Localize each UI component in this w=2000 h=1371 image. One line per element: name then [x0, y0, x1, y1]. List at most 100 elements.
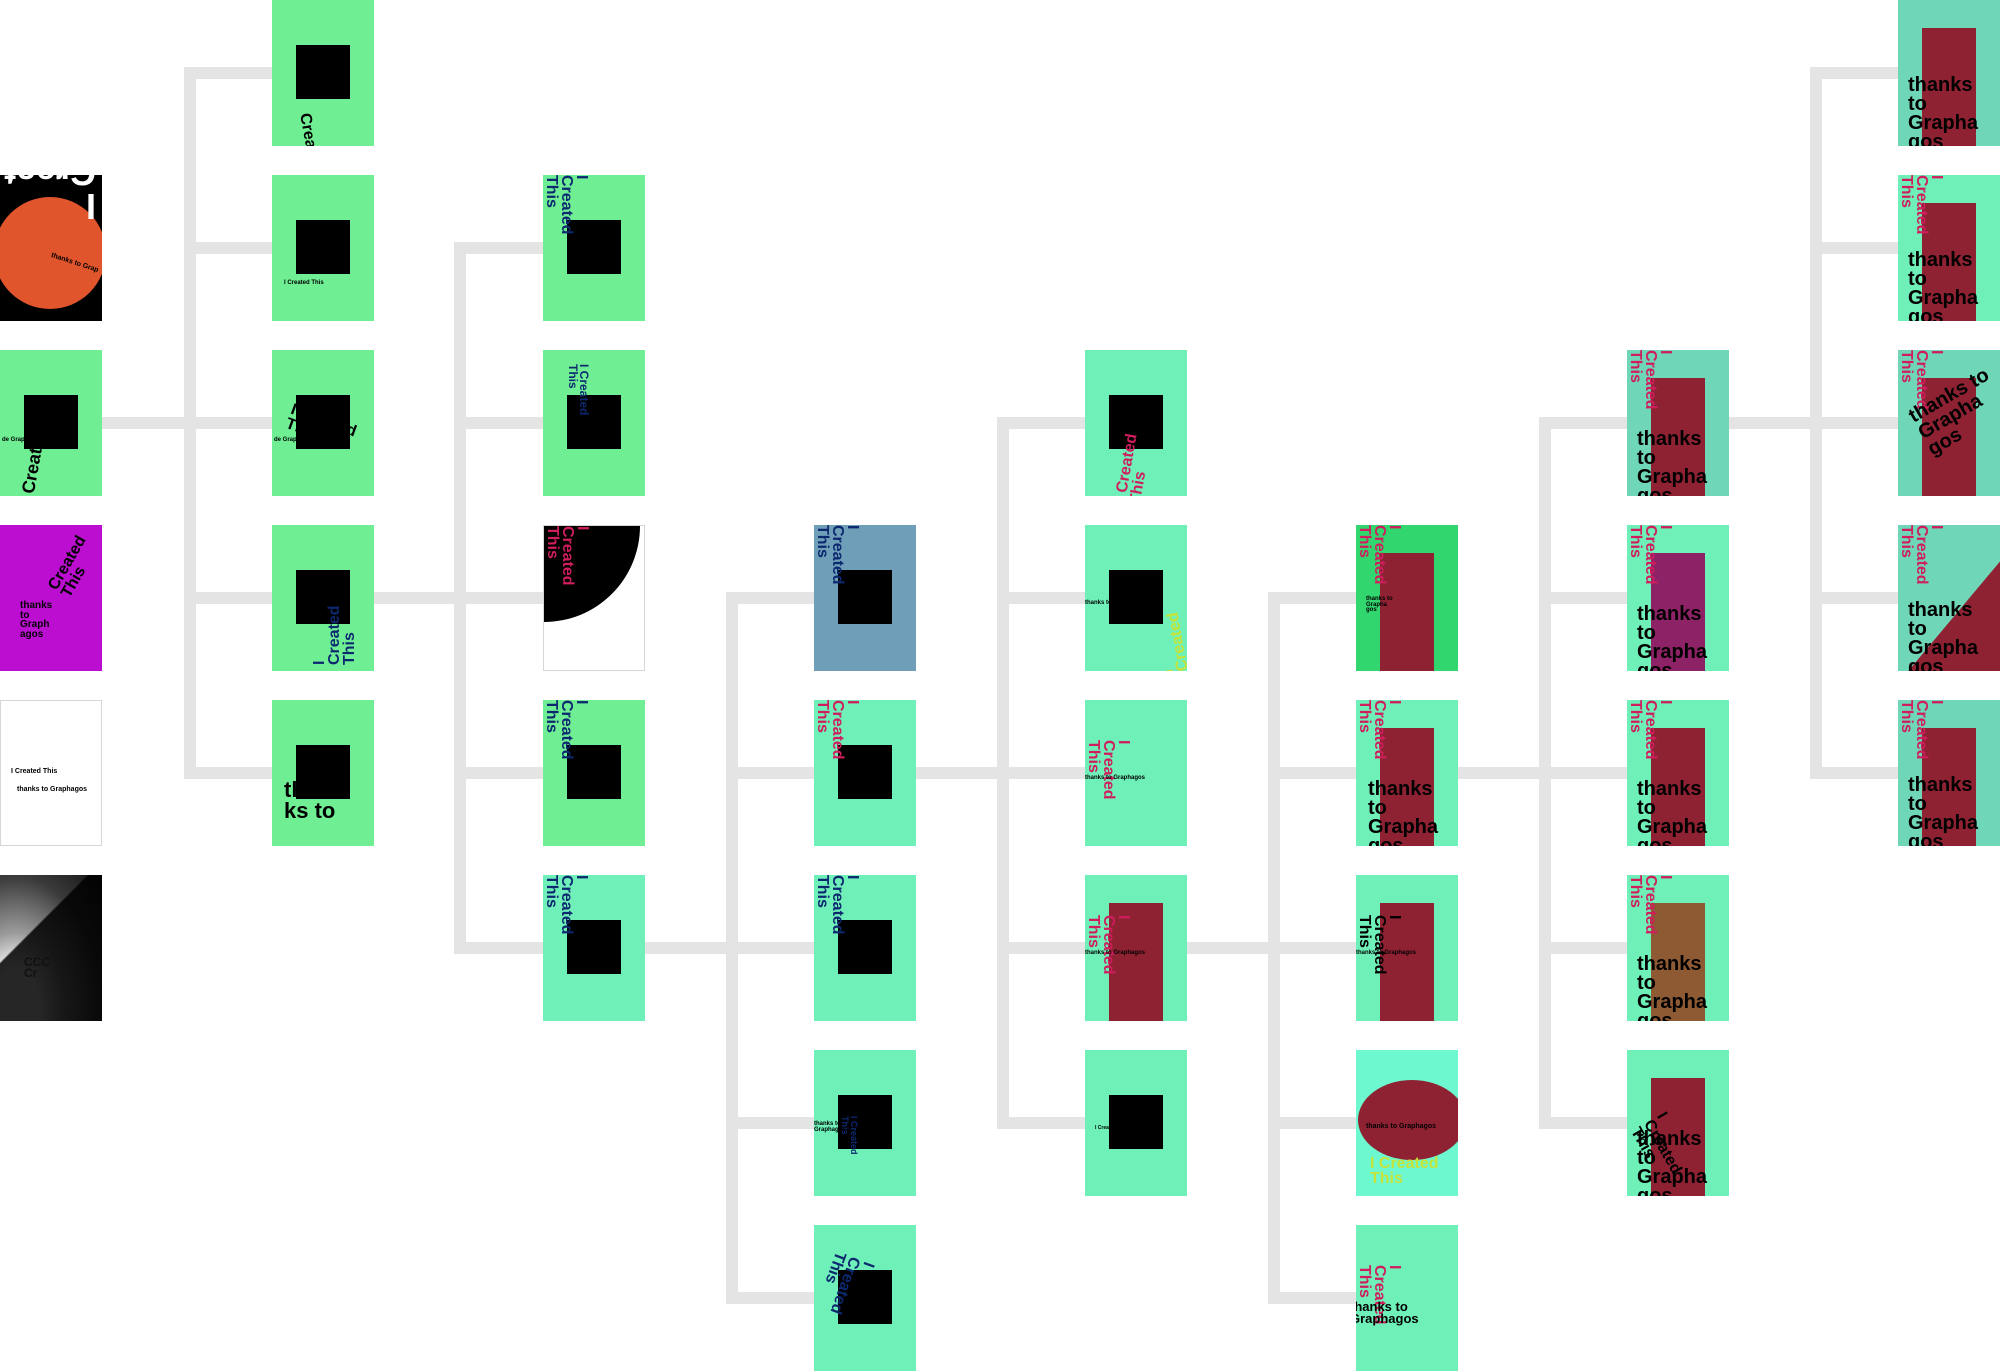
card-text: thanks to Grapha gos: [1637, 603, 1708, 671]
design-card[interactable]: I Created This: [814, 1225, 916, 1371]
card-text: I Created This: [1356, 915, 1403, 975]
card-text: I Created This: [1356, 525, 1403, 585]
card-text: thanks to Graphagos: [17, 786, 88, 793]
black-square-shape: [296, 745, 350, 799]
black-square-shape: [838, 1270, 892, 1324]
black-square-shape: [1109, 570, 1163, 624]
card-text: CCC Cr: [24, 955, 50, 981]
card-text: I Created This: [543, 175, 590, 235]
design-card[interactable]: I Created This: [543, 700, 645, 846]
design-card[interactable]: I Created This: [1085, 1050, 1187, 1196]
card-text: I Created This: [1095, 1125, 1129, 1131]
design-card[interactable]: I Created This thanks to Grapha gos: [1898, 525, 2000, 671]
red-rectangle-shape: [1651, 903, 1705, 1021]
black-square-shape: [296, 45, 350, 99]
design-card[interactable]: Created: [272, 0, 374, 146]
card-text: I Created This: [1085, 915, 1132, 975]
card-text: I Created This: [543, 875, 590, 935]
card-text: thanks to Grapha gos: [1637, 1128, 1708, 1196]
design-card[interactable]: I Created This: [814, 700, 916, 846]
card-text: I Created This: [814, 700, 861, 760]
card-text: I Creat: [4, 175, 96, 227]
card-text: I Created This: [1627, 525, 1674, 585]
card-text: de Grapi: [2, 437, 27, 443]
orange-circle-shape: [0, 197, 102, 309]
design-card[interactable]: I Created This thanks to Graphagos: [0, 700, 102, 846]
black-square-shape: [838, 920, 892, 974]
black-square-shape: [567, 920, 621, 974]
design-card[interactable]: I Created This: [1085, 350, 1187, 496]
design-card[interactable]: I Created This: [814, 875, 916, 1021]
design-card[interactable]: I Created This thanks to Grapha gos: [1356, 525, 1458, 671]
black-square-shape: [1109, 1095, 1163, 1149]
card-text: de Grapi: [274, 437, 299, 443]
red-ellipse-shape: [1358, 1080, 1458, 1160]
red-rectangle-shape: [1651, 378, 1705, 496]
red-rectangle-shape: [1109, 903, 1163, 1021]
card-text: thanks to Grapha gos: [1908, 599, 1979, 671]
card-text: thanks to Grapha gos: [1908, 74, 1979, 146]
card-text: I Created This: [814, 875, 861, 935]
design-card[interactable]: I Created This: [814, 525, 916, 671]
card-text: I Created This: [1370, 1155, 1439, 1188]
design-card[interactable]: than ks to: [272, 700, 374, 846]
photo-texture-image: [0, 875, 102, 1021]
black-square-shape: [838, 1095, 892, 1149]
card-text: thanks to Grapha gos: [1637, 953, 1708, 1021]
card-text: thanks to Graphagos: [1366, 1123, 1437, 1130]
card-text: Created: [296, 111, 324, 146]
black-square-shape: [296, 220, 350, 274]
card-text: thanks to Grapha gos: [1908, 249, 1979, 321]
card-text: thanks to Graphagos: [1356, 1299, 1419, 1327]
card-text: thanks to Grapha gos: [1366, 596, 1393, 614]
design-card[interactable]: I Created This thanks to Grapha gos: [1627, 875, 1729, 1021]
card-text: than ks to: [284, 777, 336, 823]
design-card[interactable]: I Created This: [543, 875, 645, 1021]
card-text: I Created This: [1898, 525, 1945, 585]
card-text: thanks to Grapha gos: [1637, 778, 1708, 846]
design-card[interactable]: I Created This: [543, 175, 645, 321]
card-text: I Created This: [284, 280, 324, 286]
black-square-shape: [296, 570, 350, 624]
black-square-shape: [24, 395, 78, 449]
design-card[interactable]: thanks to Graphagos I Created This: [1356, 1050, 1458, 1196]
red-rectangle-shape: [1380, 553, 1434, 671]
design-card[interactable]: I Created This thanks to Grapha gos: [1627, 525, 1729, 671]
design-card[interactable]: I Created This: [543, 525, 645, 671]
card-text: I Created This: [1627, 875, 1674, 935]
card-text: Created This: [45, 532, 90, 601]
red-rectangle-shape: [1922, 203, 1976, 321]
red-rectangle-shape: [1380, 903, 1434, 1021]
card-text: I Created This: [1898, 700, 1945, 760]
design-card[interactable]: I Created This: [543, 350, 645, 496]
red-rectangle-shape: [1922, 728, 1976, 846]
design-card[interactable]: I Creatthanks to Grap: [0, 175, 102, 321]
card-text: I Created This: [1898, 175, 1945, 235]
red-rectangle-shape: [1380, 728, 1434, 846]
design-card[interactable]: I Created This thanks to Grapha gos: [1898, 175, 2000, 321]
black-square-shape: [567, 745, 621, 799]
card-text: I Created This: [11, 768, 58, 775]
design-card[interactable]: CCC Cr: [0, 875, 102, 1021]
design-card[interactable]: I Created This: [272, 175, 374, 321]
design-card[interactable]: I Created This: [272, 525, 374, 671]
card-text: thanks to Graphagos: [1085, 950, 1146, 956]
black-square-shape: [567, 220, 621, 274]
black-square-shape: [1109, 395, 1163, 449]
